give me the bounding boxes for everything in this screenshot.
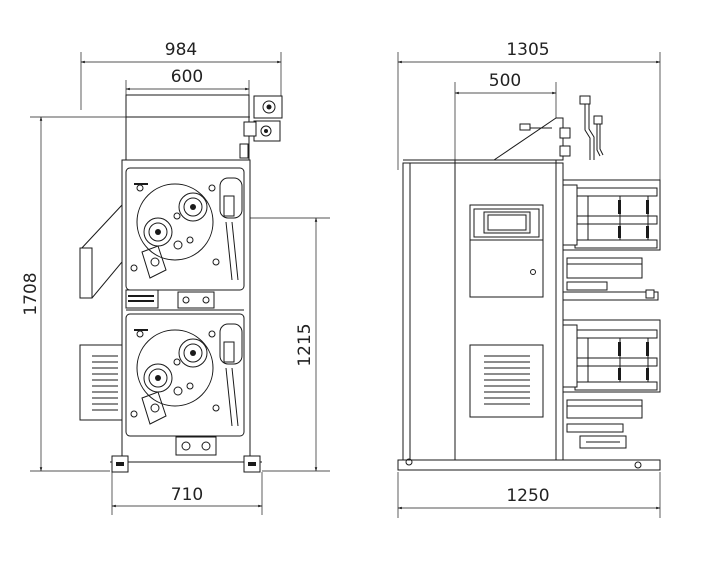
dim-overall-depth: 1305: [397, 40, 661, 180]
dim-top-width: 500: [454, 71, 557, 160]
lower-rewind-assembly: [562, 319, 661, 449]
dim-base-depth: 1250: [397, 472, 661, 518]
vent-slots-front: [92, 355, 118, 411]
guide-unit: [239, 95, 283, 160]
vent-grille-side: [469, 344, 544, 418]
upper-rewind-assembly: [562, 179, 661, 301]
side-panel: [79, 203, 127, 421]
dim-label-1305: 1305: [506, 40, 549, 60]
dim-label-984: 984: [165, 40, 197, 60]
upper-winder: [125, 167, 245, 291]
lower-winder: [125, 313, 245, 437]
dim-label-600: 600: [171, 67, 203, 87]
dim-label-1708: 1708: [21, 272, 41, 315]
dim-lower-height: 1215: [250, 217, 330, 472]
top-hood: [125, 94, 250, 161]
pipe-assembly: [559, 95, 604, 160]
front-feet: [110, 455, 262, 473]
dim-overall-width: 984: [80, 40, 282, 110]
side-view: 1305 500 1250: [397, 40, 661, 518]
dim-base-width: 710: [111, 472, 263, 515]
dim-label-710: 710: [171, 485, 203, 505]
dim-label-500: 500: [489, 71, 521, 91]
dim-label-1250: 1250: [506, 486, 549, 506]
bottom-gauge: [175, 436, 217, 456]
side-base: [397, 448, 661, 471]
front-view: 984 600 1708 1215 710: [21, 40, 330, 515]
side-hood: [492, 117, 564, 161]
control-panel: [469, 204, 544, 298]
dim-label-1215: 1215: [295, 323, 315, 366]
middle-strip: [125, 289, 244, 311]
